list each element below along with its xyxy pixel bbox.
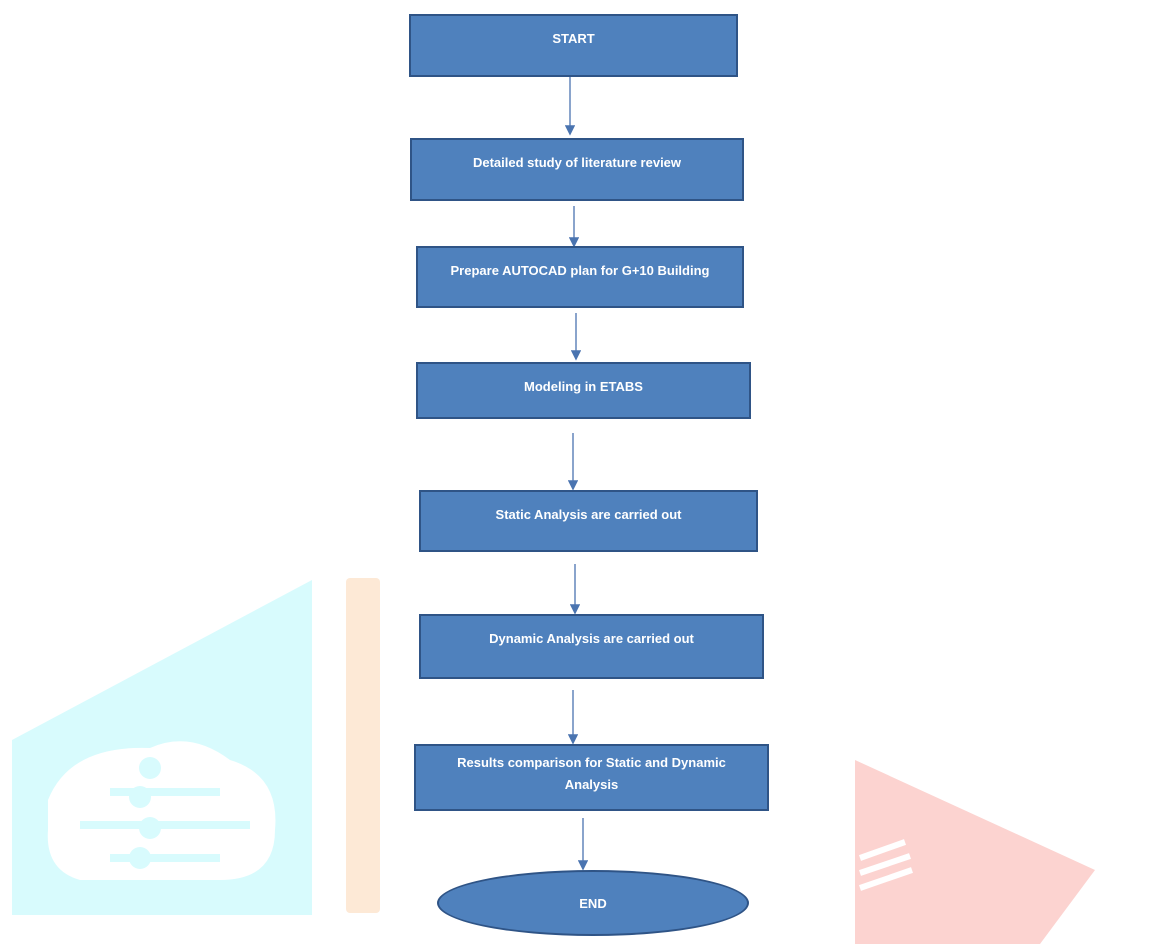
step-start: START xyxy=(409,14,738,77)
step-literature-review: Detailed study of literature review xyxy=(410,138,744,201)
step-end-label: END xyxy=(579,895,607,911)
step-static-analysis-label: Static Analysis are carried out xyxy=(495,507,682,522)
step-dynamic-analysis-label: Dynamic Analysis are carried out xyxy=(489,631,694,646)
step-modeling-etabs: Modeling in ETABS xyxy=(416,362,751,419)
watermark-circuit-lines xyxy=(80,788,250,862)
step-static-analysis: Static Analysis are carried out xyxy=(419,490,758,552)
watermark-circuit-nodes xyxy=(129,757,161,869)
step-autocad-plan-label: Prepare AUTOCAD plan for G+10 Building xyxy=(450,263,710,278)
step-end: END xyxy=(437,870,749,936)
watermark-pink-stripes xyxy=(858,839,913,891)
watermark-pink-shape xyxy=(855,760,1095,944)
watermark-cloud-icon xyxy=(47,741,276,880)
step-results-comparison-label: Results comparison for Static and Dynami… xyxy=(457,755,726,792)
step-modeling-etabs-label: Modeling in ETABS xyxy=(524,379,643,394)
step-literature-review-label: Detailed study of literature review xyxy=(472,155,682,170)
step-results-comparison: Results comparison for Static and Dynami… xyxy=(414,744,769,811)
step-autocad-plan: Prepare AUTOCAD plan for G+10 Building xyxy=(416,246,744,308)
watermark-orange-bar xyxy=(346,578,380,913)
step-dynamic-analysis: Dynamic Analysis are carried out xyxy=(419,614,764,679)
step-start-label: START xyxy=(552,31,595,46)
